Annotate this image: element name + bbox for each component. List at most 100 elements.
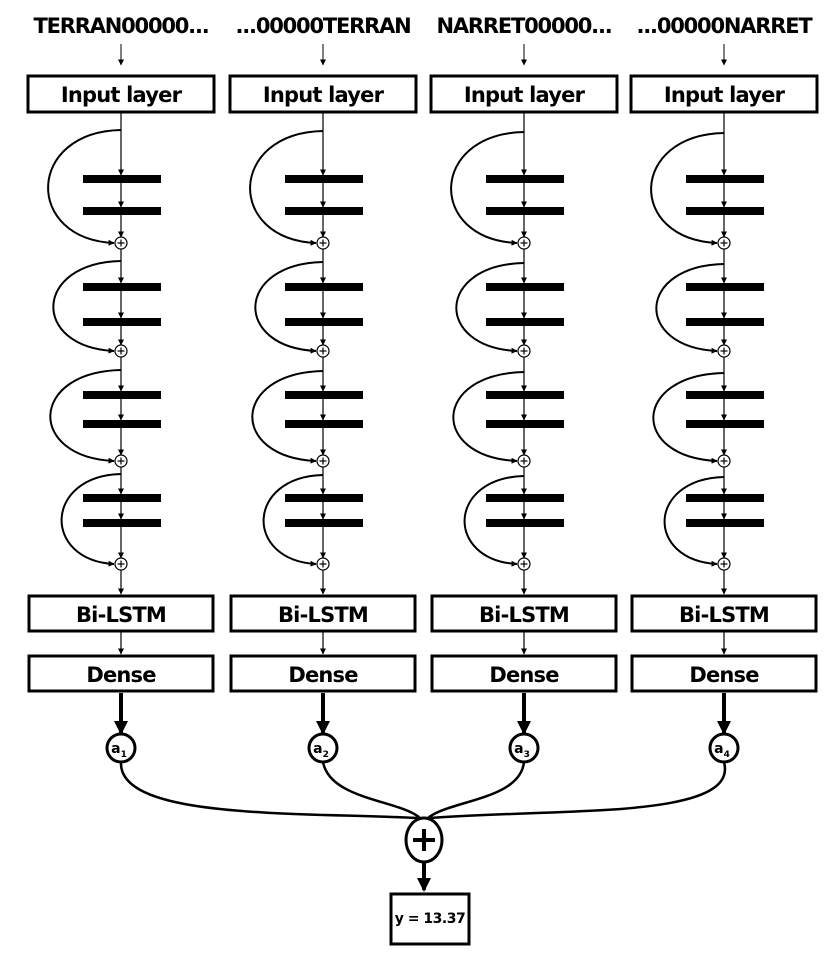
input-layer-label: Input layer (61, 83, 183, 107)
residual-block-3 (49, 357, 161, 468)
weight-label: a2 (313, 741, 329, 760)
layer-bar (686, 283, 764, 291)
residual-block-1 (650, 112, 764, 250)
skip-connection (254, 261, 324, 354)
output-box (389, 892, 471, 946)
weight-symbol: a (714, 741, 723, 757)
skip-connection (652, 372, 725, 464)
bilstm-label: Bi-LSTM (479, 603, 569, 627)
weight-subscript: 3 (524, 750, 530, 760)
bilstm-label: Bi-LSTM (278, 603, 368, 627)
weight-label: a1 (111, 741, 127, 760)
dense-box (630, 654, 818, 693)
layer-bar (285, 391, 363, 399)
layer-bar (83, 318, 161, 326)
layer-bar (486, 175, 564, 183)
weight-subscript: 1 (121, 750, 127, 760)
layer-bar (83, 283, 161, 291)
layer-bar (686, 318, 764, 326)
skip-connection (60, 473, 122, 567)
columns-layer: TERRAN00000...Input layerBi-LSTMDensea1.… (26, 14, 819, 764)
skip-connection (452, 371, 525, 464)
skip-connection (655, 263, 725, 354)
residual-block-4 (262, 467, 363, 571)
layer-bar (285, 494, 363, 502)
layer-bar (285, 283, 363, 291)
layer-bar (285, 175, 363, 183)
residual-block-2 (455, 249, 564, 358)
dense-box (27, 654, 215, 693)
skip-connection (463, 475, 525, 567)
layer-bar (83, 207, 161, 215)
dense-label: Dense (689, 663, 759, 687)
layer-bar (686, 175, 764, 183)
bilstm-label: Bi-LSTM (76, 603, 166, 627)
merge-curve-1 (119, 761, 419, 820)
layer-bar (83, 420, 161, 428)
skip-connection (663, 476, 725, 567)
layer-bar (486, 494, 564, 502)
input-layer-box (629, 74, 819, 114)
residual-block-1 (249, 112, 363, 250)
layer-bar (83, 519, 161, 527)
input-layer-label: Input layer (263, 83, 385, 107)
skip-connection (450, 131, 525, 246)
bilstm-box (27, 594, 215, 633)
input-sequence: TERRAN00000... (33, 14, 208, 38)
weight-label: a4 (714, 741, 730, 760)
input-layer-label: Input layer (664, 83, 786, 107)
layer-bar (285, 420, 363, 428)
layer-bar (486, 318, 564, 326)
skip-connection (47, 129, 122, 246)
residual-block-4 (463, 467, 564, 571)
skip-connection (251, 370, 324, 464)
input-sequence: ...00000TERRAN (235, 14, 410, 38)
residual-block-2 (254, 249, 363, 358)
layer-bar (686, 494, 764, 502)
weight-symbol: a (313, 741, 322, 757)
residual-block-4 (663, 467, 764, 571)
layer-bar (486, 391, 564, 399)
dense-label: Dense (489, 663, 559, 687)
weight-symbol: a (514, 741, 523, 757)
residual-block-2 (52, 249, 161, 358)
merge-layer: y = 13.37 (119, 761, 727, 946)
dense-label: Dense (86, 663, 156, 687)
residual-block-3 (452, 357, 564, 468)
layer-bar (686, 519, 764, 527)
weight-subscript: 2 (323, 750, 329, 760)
skip-connection (262, 474, 324, 567)
layer-bar (285, 519, 363, 527)
residual-block-3 (652, 357, 764, 468)
input-sequence: ...00000NARRET (636, 14, 813, 38)
weight-label: a3 (514, 741, 530, 760)
residual-block-2 (655, 249, 764, 358)
layer-bar (486, 207, 564, 215)
dense-label: Dense (288, 663, 358, 687)
residual-block-1 (47, 112, 161, 250)
merge-curve-4 (429, 761, 727, 820)
layer-bar (486, 519, 564, 527)
input-sequence: NARRET00000... (436, 14, 611, 38)
skip-connection (455, 262, 525, 354)
layer-bar (83, 175, 161, 183)
layer-bar (686, 391, 764, 399)
skip-connection (650, 132, 725, 246)
layer-bar (285, 207, 363, 215)
bilstm-box (630, 594, 818, 633)
layer-bar (486, 420, 564, 428)
output-label: y = 13.37 (395, 911, 465, 927)
input-layer-box (228, 74, 418, 114)
bilstm-label: Bi-LSTM (679, 603, 769, 627)
layer-bar (285, 318, 363, 326)
weight-subscript: 4 (724, 750, 730, 760)
layer-bar (83, 391, 161, 399)
residual-block-4 (60, 467, 161, 571)
layer-bar (83, 494, 161, 502)
merge-curve-2 (321, 761, 421, 819)
